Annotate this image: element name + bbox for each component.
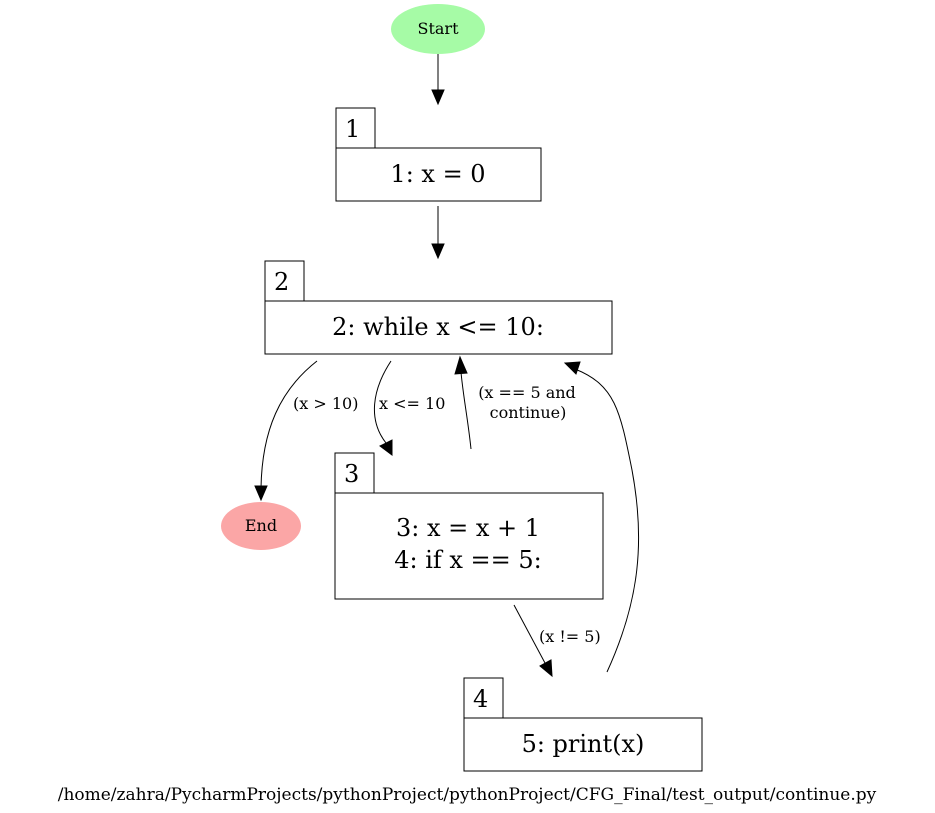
edge-label-continue-2: continue)	[490, 403, 567, 422]
block-3[interactable]: 3 3: x = x + 1 4: if x == 5:	[334, 452, 604, 600]
arrowhead	[431, 89, 445, 106]
block-4-number: 4	[473, 685, 488, 713]
block-1-line-1: 1: x = 0	[390, 160, 485, 188]
block-3-body	[334, 492, 604, 600]
arrowhead	[539, 659, 553, 678]
edge-block-4-to-block-2	[563, 361, 640, 673]
block-1[interactable]: 1 1: x = 0	[335, 107, 542, 202]
arrowhead	[563, 361, 581, 375]
start-label: Start	[417, 19, 459, 38]
block-2-line-1: 2: while x <= 10:	[332, 313, 544, 341]
arrowhead	[431, 243, 445, 260]
block-3-tab	[334, 452, 375, 494]
block-3-number: 3	[344, 460, 359, 488]
edge-block-3-to-block-4: (x != 5)	[513, 604, 601, 678]
block-2-number: 2	[274, 268, 289, 296]
edge-label-continue-1: (x == 5 and	[478, 383, 576, 402]
block-1-body	[335, 147, 542, 202]
arrowhead	[379, 439, 393, 456]
block-4[interactable]: 4 5: print(x)	[463, 677, 703, 772]
edge-start-to-block-1	[431, 54, 445, 106]
arrowhead	[454, 355, 468, 375]
block-2[interactable]: 2 2: while x <= 10:	[264, 260, 613, 355]
edge-label-not-five: (x != 5)	[539, 627, 601, 646]
end-label: End	[245, 516, 277, 535]
edge-block-2-to-block-3: x <= 10	[374, 360, 445, 456]
edge-block-3-to-block-2-continue: (x == 5 and continue)	[454, 355, 576, 450]
edge-block-2-to-end: (x > 10)	[254, 360, 358, 502]
block-4-tab	[463, 677, 504, 719]
edge-block-1-to-block-2	[431, 206, 445, 260]
block-2-body	[264, 300, 613, 355]
block-2-tab	[264, 260, 305, 302]
arrowhead	[254, 485, 268, 502]
edge-label-exit: (x > 10)	[293, 394, 358, 413]
block-3-line-2: 4: if x == 5:	[394, 546, 542, 574]
block-1-tab	[335, 107, 376, 149]
file-path-caption: /home/zahra/PycharmProjects/pythonProjec…	[58, 785, 877, 805]
block-4-body	[463, 717, 703, 772]
block-4-line-1: 5: print(x)	[522, 730, 645, 758]
block-3-line-1: 3: x = x + 1	[396, 514, 540, 542]
end-node[interactable]: End	[221, 502, 301, 550]
block-1-number: 1	[345, 115, 360, 143]
edge-label-loop: x <= 10	[379, 394, 445, 413]
start-node[interactable]: Start	[391, 4, 485, 54]
